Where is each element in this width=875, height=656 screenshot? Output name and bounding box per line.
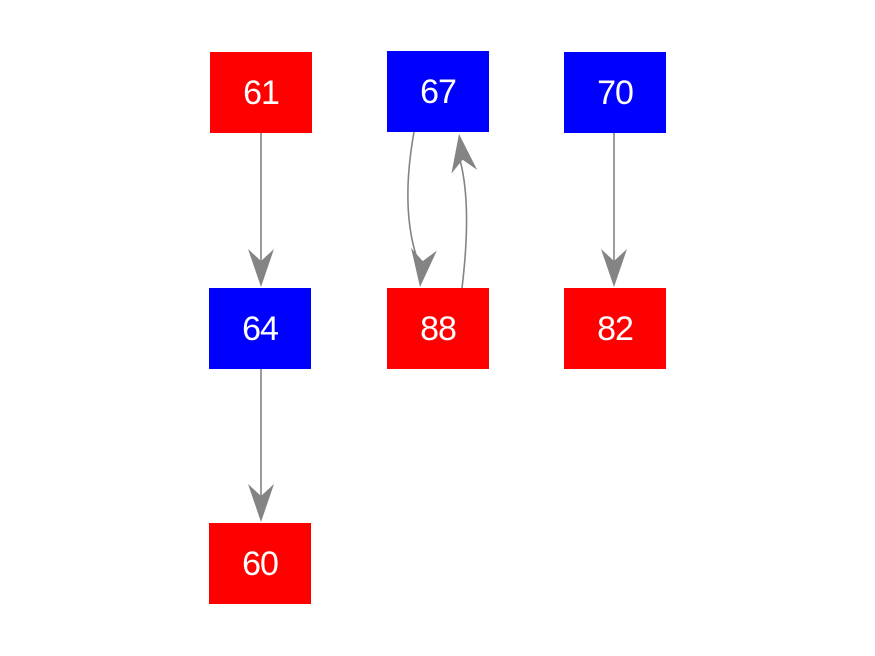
edge-67-88-arrowhead xyxy=(411,247,437,287)
node-67[interactable]: 67 xyxy=(387,51,489,132)
edge-67-88 xyxy=(407,131,437,287)
node-64[interactable]: 64 xyxy=(209,288,311,369)
edge-88-67 xyxy=(451,134,478,289)
node-70[interactable]: 70 xyxy=(564,52,666,133)
edge-67-88-line xyxy=(407,131,419,262)
edge-88-67-line xyxy=(459,159,468,289)
edge-70-82-arrowhead xyxy=(601,249,627,287)
node-61[interactable]: 61 xyxy=(210,52,312,133)
node-60-label: 60 xyxy=(242,544,279,583)
node-60[interactable]: 60 xyxy=(209,523,311,604)
node-82[interactable]: 82 xyxy=(564,288,666,369)
node-61-label: 61 xyxy=(243,73,280,112)
node-82-label: 82 xyxy=(597,309,634,348)
node-67-label: 67 xyxy=(420,72,457,111)
edge-88-67-arrowhead xyxy=(451,134,478,174)
edge-70-82 xyxy=(601,133,627,287)
node-88-label: 88 xyxy=(420,309,457,348)
edge-64-60-arrowhead xyxy=(248,484,274,522)
edge-64-60 xyxy=(248,369,274,522)
node-70-label: 70 xyxy=(597,73,634,112)
edge-61-64 xyxy=(248,133,274,287)
edge-61-64-arrowhead xyxy=(248,249,274,287)
node-64-label: 64 xyxy=(242,309,279,348)
node-88[interactable]: 88 xyxy=(387,288,489,369)
